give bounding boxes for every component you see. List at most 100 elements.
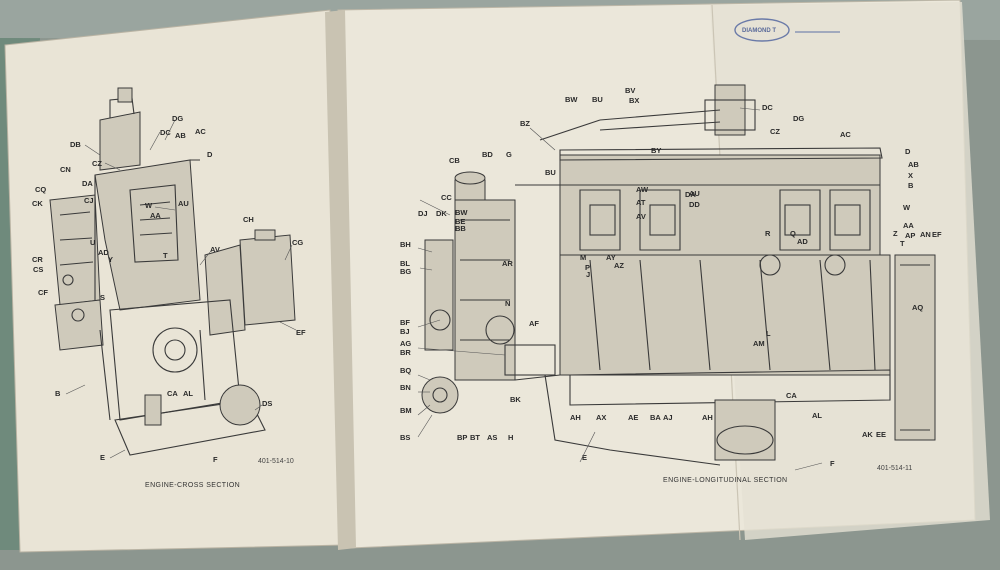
callout: BH <box>400 240 411 249</box>
callout: BE <box>455 217 465 226</box>
callout: AM <box>753 339 765 348</box>
callout: N <box>505 299 510 308</box>
callout: AY <box>606 253 616 262</box>
callout: E <box>100 453 105 462</box>
callout: CQ <box>35 185 46 194</box>
callout: BG <box>400 267 411 276</box>
callout: AE <box>628 413 638 422</box>
callout: BW <box>455 208 468 217</box>
callout: BU <box>592 95 603 104</box>
callout: BQ <box>400 366 411 375</box>
stamp: DIAMOND T <box>734 18 840 42</box>
callout: BP <box>457 433 467 442</box>
callout: W <box>903 203 911 212</box>
callout: F <box>830 459 835 468</box>
callout: AD <box>98 248 109 257</box>
callout: E <box>582 453 587 462</box>
callout: AA <box>903 221 914 230</box>
callout: AJ <box>663 413 673 422</box>
callout: T <box>163 251 168 260</box>
callout: EF <box>932 230 942 239</box>
callout: AD <box>797 237 808 246</box>
callout: AC <box>840 130 851 139</box>
callout: D <box>207 150 213 159</box>
callout: Z <box>893 229 898 238</box>
callout: AH <box>570 413 581 422</box>
callout: CJ <box>84 196 94 205</box>
callout: AF <box>529 319 539 328</box>
callout: AP <box>905 231 915 240</box>
callout: D <box>905 147 911 156</box>
callout: BV <box>625 86 635 95</box>
callout: AQ <box>912 303 923 312</box>
callout: BR <box>400 348 411 357</box>
callout: AB <box>175 131 186 140</box>
longitudinal-section-drawing <box>421 84 936 466</box>
callout: M <box>580 253 586 262</box>
callout: AV <box>210 245 220 254</box>
callout: DC <box>160 128 171 137</box>
callout: DA <box>82 179 93 188</box>
stamp-seal <box>734 18 790 42</box>
callout: BU <box>545 168 556 177</box>
callout: AU <box>178 199 189 208</box>
callout: BS <box>400 433 410 442</box>
callout: L <box>766 329 771 338</box>
callout: AL <box>183 389 193 398</box>
callout: BK <box>510 395 521 404</box>
callout: S <box>100 293 105 302</box>
stamp-text: DIAMOND T <box>742 28 776 34</box>
callout: AC <box>195 127 206 136</box>
callout: AS <box>487 433 497 442</box>
callout: DK <box>436 209 447 218</box>
callout: CS <box>33 265 43 274</box>
callout: AN <box>920 230 931 239</box>
callout: EF <box>296 328 306 337</box>
callout: DS <box>262 399 272 408</box>
callout: AL <box>812 411 822 420</box>
callout: AG <box>400 339 411 348</box>
callout: CZ <box>92 159 102 168</box>
callout: U <box>90 238 95 247</box>
right-drawing-number: 401-514-11 <box>877 465 912 472</box>
left-drawing-number: 401-514-10 <box>258 458 294 465</box>
callout: CA <box>167 389 178 398</box>
callout: BL <box>400 259 410 268</box>
callout: BF <box>400 318 410 327</box>
callout: BM <box>400 406 412 415</box>
callout: DB <box>70 140 81 149</box>
callout: CB <box>449 156 460 165</box>
callout: AR <box>502 259 513 268</box>
callout: B <box>908 181 914 190</box>
callout: DJ <box>418 209 428 218</box>
callout: Q <box>790 229 796 238</box>
callout: CA <box>786 391 797 400</box>
callout: AA <box>150 211 161 220</box>
callout: BA <box>650 413 661 422</box>
callout: BJ <box>400 327 410 336</box>
callout: AZ <box>614 261 624 270</box>
callout: R <box>765 229 771 238</box>
right-leader-lines <box>417 107 823 471</box>
callout: AB <box>908 160 919 169</box>
callout: Y <box>108 255 113 264</box>
callout: T <box>900 239 905 248</box>
callout: H <box>508 433 513 442</box>
callout: X <box>908 171 913 180</box>
left-callouts: DC DG DB AB AC CZ D CN DA CJ CQ W AA AU … <box>32 114 306 489</box>
left-caption: ENGINE-CROSS SECTION <box>145 482 240 489</box>
callout: DA <box>685 190 696 199</box>
callout: F <box>213 455 218 464</box>
callout: AX <box>596 413 606 422</box>
callout: J <box>586 270 590 279</box>
callout: CR <box>32 255 43 264</box>
callout: DC <box>762 103 773 112</box>
callout: BB <box>455 224 466 233</box>
callout: AU <box>689 189 700 198</box>
right-callouts: BV BW BU BX DC BZ DG CZ AC BY CB BD G BU… <box>400 86 942 484</box>
callout: BT <box>470 433 480 442</box>
right-caption: ENGINE-LONGITUDINAL SECTION <box>663 477 788 484</box>
callout: AW <box>636 185 649 194</box>
callout: BY <box>651 146 661 155</box>
